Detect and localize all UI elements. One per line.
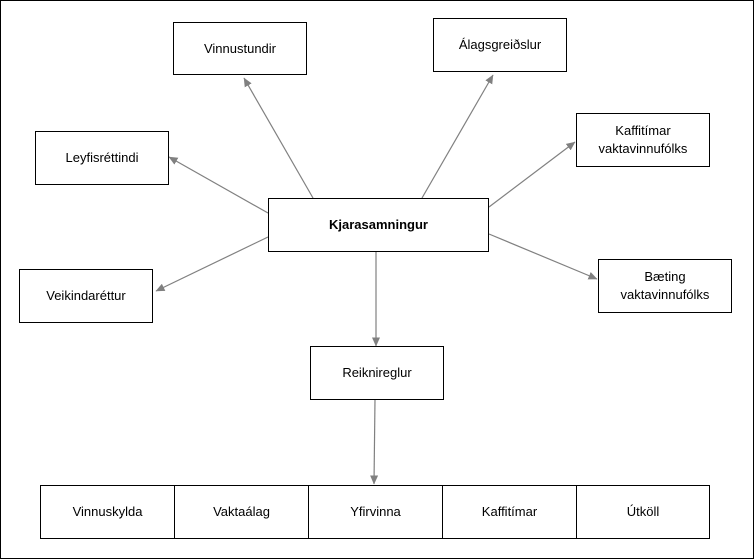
label-kaffitimar-vaktavinnufolks: Kaffitímar vaktavinnufólks <box>598 123 688 156</box>
box-baeting-vaktavinnufolks: Bæting vaktavinnufólks <box>598 259 732 313</box>
label-vaktaalag: Vaktaálag <box>213 504 270 520</box>
box-vinnustundir: Vinnustundir <box>173 22 307 75</box>
arrow-to-baeting-vaktavinnufolks <box>488 233 598 280</box>
arrow-to-vinnustundir <box>243 77 314 199</box>
box-alagsgreidslur: Álagsgreiðslur <box>433 18 567 72</box>
label-kjarasamningur: Kjarasamningur <box>329 217 428 233</box>
label-reiknireglur: Reiknireglur <box>342 365 412 381</box>
box-leyfisrettindi: Leyfisréttindi <box>35 131 169 185</box>
arrow-to-veikindarettur <box>155 236 269 292</box>
label-veikindarettur: Veikindaréttur <box>46 288 126 304</box>
label-baeting-vaktavinnufolks: Bæting vaktavinnufólks <box>620 269 710 302</box>
box-utkoll: Útköll <box>576 485 710 539</box>
label-kaffitimar: Kaffitímar <box>481 504 538 520</box>
label-yfirvinna: Yfirvinna <box>350 504 401 520</box>
label-leyfisrettindi: Leyfisréttindi <box>65 150 139 166</box>
box-vaktaalag: Vaktaálag <box>174 485 309 539</box>
box-yfirvinna: Yfirvinna <box>308 485 443 539</box>
label-utkoll: Útköll <box>626 504 660 520</box>
box-reiknireglur: Reiknireglur <box>310 346 444 400</box>
label-vinnustundir: Vinnustundir <box>203 40 277 56</box>
arrow-to-bottom-row <box>370 398 379 485</box>
box-kaffitimar-vaktavinnufolks: Kaffitímar vaktavinnufólks <box>576 113 710 167</box>
arrow-to-leyfisrettindi <box>168 156 269 214</box>
label-vinnuskylda: Vinnuskylda <box>72 504 143 520</box>
box-vinnuskylda: Vinnuskylda <box>40 485 175 539</box>
arrow-to-alagsgreidslur <box>421 74 494 199</box>
box-kjarasamningur: Kjarasamningur <box>268 198 489 252</box>
arrow-to-kaffitimar-vaktavinnufolks <box>488 141 576 208</box>
label-alagsgreidslur: Álagsgreiðslur <box>458 37 542 53</box>
box-veikindarettur: Veikindaréttur <box>19 269 153 323</box>
box-kaffitimar: Kaffitímar <box>442 485 577 539</box>
